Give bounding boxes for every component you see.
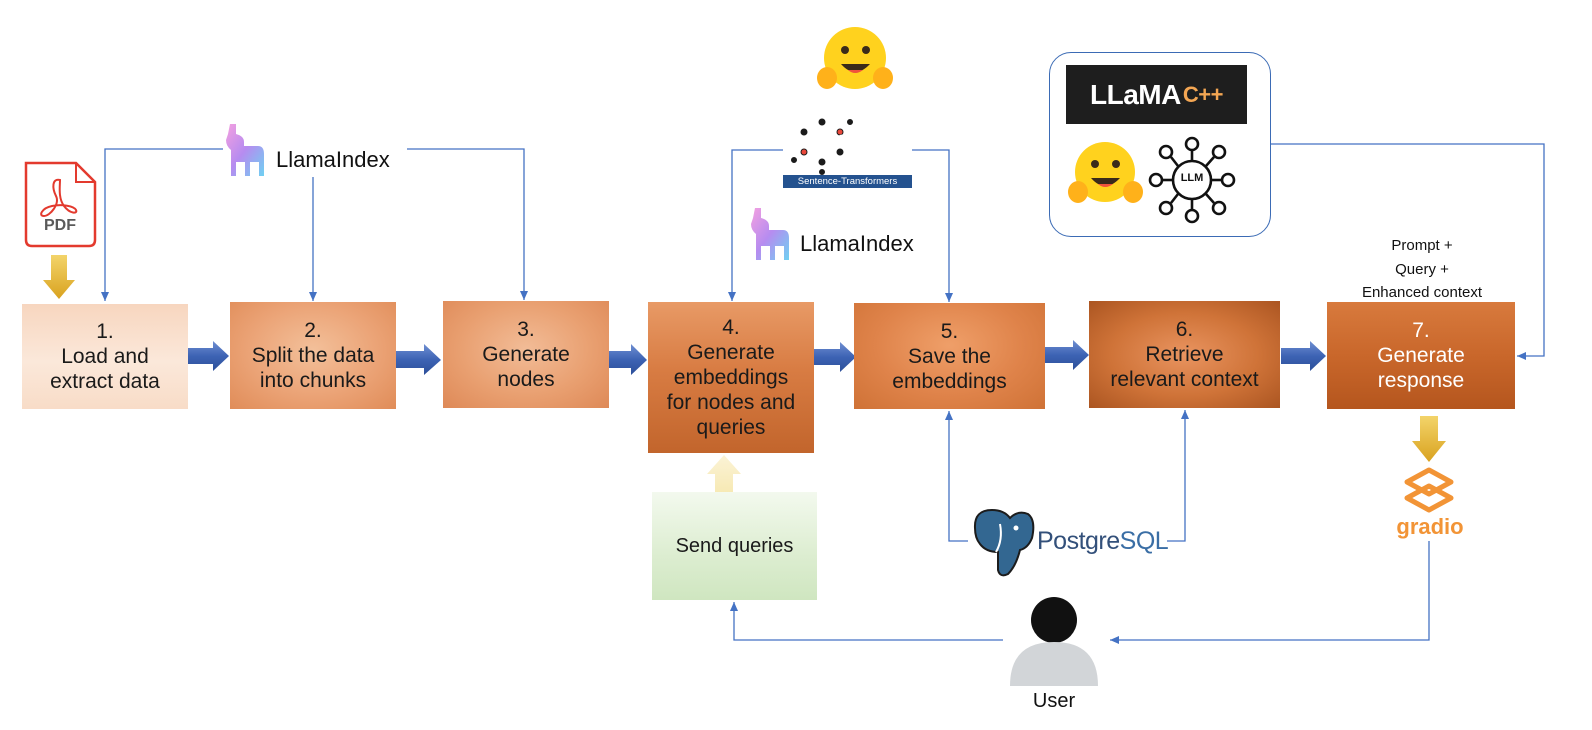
step-1-line-2: extract data [50,370,160,393]
step-6-number: 6. [1175,318,1194,341]
llamaindex-top-connectors [101,148,528,301]
send-queries-label: Send queries [675,534,794,557]
postgresql-suffix: SQL [1119,527,1169,555]
llama-cpp-name: LLaMA [1090,78,1181,110]
step-4-line-2: embeddings [673,366,789,389]
llamaindex-label-mid: LlamaIndex [800,231,914,256]
step-4-line-4: queries [696,416,766,439]
step-2-split-chunks: 2. Split the data into chunks [230,302,396,409]
hugging-face-icon [817,27,893,89]
step-6-line-2: relevant context [1110,368,1259,391]
step-4-generate-embeddings: 4. Generate embeddings for nodes and que… [648,302,814,453]
sbert-suffix-text: .net [890,133,913,149]
llm-icon-label: LLM [1180,172,1204,184]
pdf-icon [24,161,97,248]
block-arrow-4-5 [812,342,856,372]
llm-connector [1271,143,1545,360]
block-arrow-6-7 [1281,341,1326,371]
sbert-connectors [728,149,953,302]
step-3-number: 3. [517,318,535,341]
prompt-note-line-1: Prompt + [1391,237,1453,254]
user-label: User [1032,690,1076,712]
step-2-line-2: into chunks [259,369,367,392]
hugging-face-icon-2 [1068,142,1143,203]
postgres-connectors [945,410,1189,542]
sbert-logo: SBERT.net Sentence-Transformers [783,109,913,189]
step-6-line-1: Retrieve [1145,343,1224,366]
block-arrow-3-4 [603,344,647,375]
llama-cpp-suffix: C++ [1182,81,1224,107]
step-2-line-1: Split the data [251,344,375,367]
gradio-icon [1404,467,1454,513]
block-arrow-1-2 [183,341,229,371]
sbert-logo-nodes [790,117,854,176]
user-loop-connectors [730,541,1430,644]
step-6-retrieve-context: 6. Retrieve relevant context [1089,301,1280,408]
step-7-generate-response: 7. Generate response [1327,302,1515,409]
llama-icon-2 [751,208,789,260]
sbert-logo-accent-nodes [801,129,843,155]
sbert-name: SBERT.net [837,131,913,151]
step-7-number: 7. [1412,319,1430,342]
step-3-generate-nodes: 3. Generate nodes [443,301,609,408]
step-4-line-1: Generate [687,341,775,364]
step-7-line-1: Generate [1377,344,1465,367]
sbert-name-text: SBERT [837,131,891,150]
step-5-line-1: Save the [908,344,991,368]
block-arrow-5-6 [1045,340,1089,370]
llama-icon [226,124,264,176]
step-5-line-2: embeddings [892,369,1007,393]
llamaindex-label-top: LlamaIndex [276,147,390,172]
prompt-note-line-3: Enhanced context [1361,284,1483,301]
step-7-line-2: response [1377,369,1465,392]
step-2-number: 2. [304,319,322,342]
postgresql-prefix: Postgre [1037,527,1120,555]
step-1-load-extract: 1. Load and extract data [22,304,188,409]
step-3-line-2: nodes [497,368,555,391]
postgresql-elephant-icon [973,508,1035,577]
step-3-line-1: Generate [482,343,570,366]
step7-down-arrow [1412,416,1446,462]
step-4-line-3: for nodes and [666,391,796,414]
step-1-line-1: Load and [61,345,149,368]
prompt-note: Prompt + Query + Enhanced context [1340,234,1504,305]
pdf-down-arrow [43,255,75,299]
llm-icon [1148,136,1236,224]
gradio-logo-text: gradio [1396,514,1464,539]
block-arrows [183,340,1326,375]
step-5-number: 5. [940,319,959,343]
user-icon [1010,597,1098,686]
step-5-save-embeddings: 5. Save the embeddings [854,303,1045,409]
prompt-note-line-2: Query + [1395,260,1449,278]
llm-tools-box [1049,52,1271,237]
pdf-label: PDF [44,217,76,234]
send-queries-box: Send queries [652,492,817,600]
postgresql-logo-text: PostgreSQL [1037,527,1169,556]
step-1-number: 1. [96,320,114,343]
block-arrow-2-3 [396,344,441,375]
sbert-subtitle: Sentence-Transformers [783,175,912,188]
step-4-number: 4. [722,316,740,339]
send-queries-up-arrow [707,455,741,497]
